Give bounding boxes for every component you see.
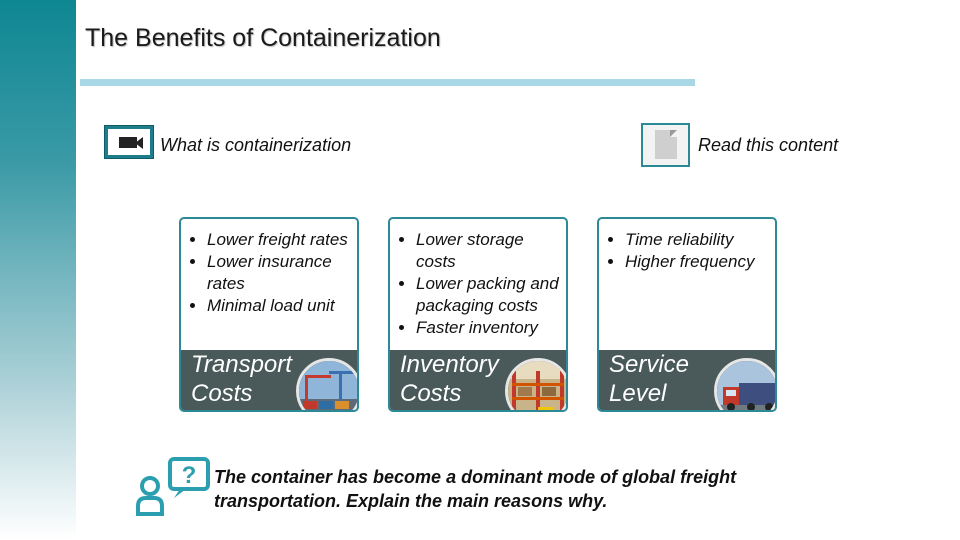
list-item: Lower insurance rates <box>207 251 351 295</box>
list-item: Higher frequency <box>625 251 769 273</box>
truck-photo <box>714 358 775 410</box>
document-fold <box>670 130 677 137</box>
service-level-card: Time reliability Higher frequency Servic… <box>597 217 777 412</box>
card-title: Inventory Costs <box>400 351 499 407</box>
inventory-costs-card: Lower storage costs Lower packing and pa… <box>388 217 568 412</box>
card-body: Lower storage costs Lower packing and pa… <box>390 219 566 352</box>
discussion-question: The container has become a dominant mode… <box>214 467 737 511</box>
list-item: Time reliability <box>625 229 769 251</box>
transport-costs-card: Lower freight rates Lower insurance rate… <box>179 217 359 412</box>
card-title: Service Level <box>609 351 690 407</box>
card-body: Lower freight rates Lower insurance rate… <box>181 219 357 352</box>
list-item: Faster inventory <box>416 317 560 339</box>
read-content-label[interactable]: Read this content <box>698 135 839 155</box>
discussion-question-icon: ? <box>136 457 210 516</box>
list-item: Lower freight rates <box>207 229 351 251</box>
benefit-list: Lower freight rates Lower insurance rate… <box>181 219 357 317</box>
warehouse-photo <box>505 358 566 410</box>
list-item: Lower storage costs <box>416 229 560 273</box>
card-body: Time reliability Higher frequency <box>599 219 775 352</box>
list-item: Minimal load unit <box>207 295 351 317</box>
benefit-list: Time reliability Higher frequency <box>599 219 775 273</box>
side-gradient-bar <box>0 0 76 540</box>
svg-text:?: ? <box>182 462 197 489</box>
card-title: Transport Costs <box>191 351 292 407</box>
video-camera-icon <box>119 137 137 148</box>
benefit-list: Lower storage costs Lower packing and pa… <box>390 219 566 339</box>
slide-title: The Benefits of Containerization <box>85 24 441 52</box>
list-item: Lower packing and packaging costs <box>416 273 560 317</box>
container-port-photo <box>296 358 357 410</box>
title-underline <box>80 79 695 86</box>
video-camera-lens <box>135 137 143 149</box>
document-icon <box>655 130 677 159</box>
video-button[interactable] <box>104 125 154 159</box>
video-label[interactable]: What is containerization <box>160 135 352 155</box>
read-content-button[interactable] <box>641 123 690 167</box>
